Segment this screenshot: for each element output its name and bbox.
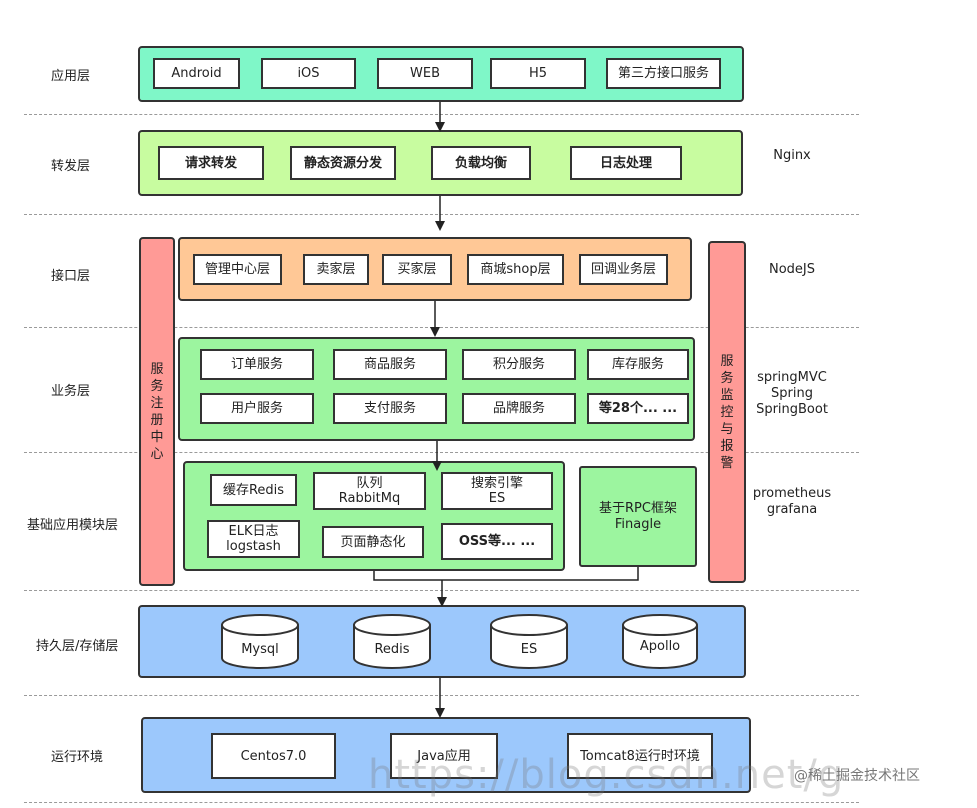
base-elk: ELK日志 logstash — [207, 520, 300, 558]
interface-admin: 管理中心层 — [193, 254, 282, 285]
forward-loadbalance: 负载均衡 — [431, 146, 531, 180]
business-stock: 库存服务 — [587, 349, 689, 380]
storage-apollo: Apollo — [621, 613, 699, 670]
storage-apollo-label: Apollo — [639, 639, 681, 654]
interface-callback: 回调业务层 — [579, 254, 668, 285]
tech-label-springmvc: springMVC — [757, 370, 827, 385]
database-icon — [221, 614, 299, 669]
runtime-centos: Centos7.0 — [211, 733, 336, 779]
interface-shop: 商城shop层 — [467, 254, 564, 285]
business-payment: 支付服务 — [333, 393, 447, 424]
interface-seller: 卖家层 — [303, 254, 369, 285]
business-brand: 品牌服务 — [462, 393, 576, 424]
service-monitor-bar: 服务监控与报警 — [708, 241, 746, 583]
business-more: 等28个... ... — [587, 393, 689, 424]
rpc-finagle-box: 基于RPC框架 Finagle — [579, 466, 697, 567]
base-elk-title: ELK日志 — [228, 524, 279, 539]
layer-label-persist: 持久层/存储层 — [36, 639, 119, 654]
app-web: WEB — [377, 58, 473, 89]
storage-mysql-label: Mysql — [241, 642, 279, 657]
layer-label-interface: 接口层 — [51, 269, 91, 284]
layer-label-forward: 转发层 — [51, 159, 91, 174]
tech-label-spring: springMVC Spring SpringBoot — [748, 370, 836, 418]
base-oss: OSS等... ... — [441, 523, 553, 560]
separator-7 — [24, 802, 859, 803]
app-ios: iOS — [261, 58, 356, 89]
storage-es: ES — [489, 613, 569, 670]
base-elk-logstash: logstash — [226, 539, 281, 554]
tech-label-nodejs: NodeJS — [768, 262, 815, 277]
database-icon — [490, 614, 568, 669]
tech-label-nginx: Nginx — [773, 148, 811, 163]
business-order: 订单服务 — [200, 349, 314, 380]
storage-redis-label: Redis — [374, 642, 410, 657]
tech-label-spring-core: Spring — [771, 386, 813, 401]
watermark-url: https://blog.csdn.net/g — [368, 752, 845, 798]
business-points: 积分服务 — [462, 349, 576, 380]
app-third-party: 第三方接口服务 — [606, 58, 721, 89]
forward-request: 请求转发 — [158, 146, 264, 180]
app-android: Android — [153, 58, 240, 89]
business-user: 用户服务 — [200, 393, 314, 424]
rpc-finagle-name: Finagle — [614, 516, 662, 532]
service-monitor-label: 服务监控与报警 — [720, 353, 734, 471]
watermark-brand: @稀土掘金技术社区 — [794, 768, 920, 784]
base-queue-rabbitmq: RabbitMq — [338, 491, 401, 506]
forward-static: 静态资源分发 — [290, 146, 396, 180]
layer-label-app: 应用层 — [51, 69, 91, 84]
base-search-title: 搜索引擎 — [470, 476, 523, 491]
connector-base-to-storage — [373, 567, 639, 607]
separator-1 — [24, 114, 859, 115]
separator-3 — [24, 327, 859, 328]
app-h5: H5 — [490, 58, 586, 89]
business-product: 商品服务 — [333, 349, 447, 380]
storage-es-label: ES — [520, 642, 538, 657]
base-queue: 队列 RabbitMq — [313, 472, 426, 510]
service-registry-bar: 服务注册中心 — [139, 237, 175, 586]
base-search-es: ES — [488, 491, 506, 506]
interface-buyer: 买家层 — [382, 254, 452, 285]
separator-2 — [24, 214, 859, 215]
base-queue-title: 队列 — [356, 476, 383, 491]
separator-4 — [24, 452, 859, 453]
layer-label-runtime: 运行环境 — [51, 750, 104, 765]
rpc-finagle-title: 基于RPC框架 — [599, 500, 677, 516]
layer-label-base: 基础应用模块层 — [27, 518, 119, 533]
tech-label-grafana: grafana — [766, 502, 818, 517]
service-registry-label: 服务注册中心 — [150, 361, 164, 462]
tech-label-prometheus: prometheus — [752, 486, 832, 501]
base-search: 搜索引擎 ES — [441, 472, 553, 510]
tech-label-springboot: SpringBoot — [756, 402, 828, 417]
storage-mysql: Mysql — [220, 613, 300, 670]
database-icon — [622, 614, 698, 669]
layer-label-business: 业务层 — [51, 384, 91, 399]
runtime-java: Java应用 — [390, 733, 498, 779]
forward-log: 日志处理 — [570, 146, 682, 180]
separator-6 — [24, 695, 859, 696]
base-cache-redis: 缓存Redis — [210, 474, 297, 506]
storage-redis: Redis — [352, 613, 432, 670]
database-icon — [353, 614, 431, 669]
base-static-page: 页面静态化 — [322, 526, 424, 558]
tech-label-monitoring: prometheus grafana — [748, 486, 836, 518]
runtime-tomcat: Tomcat8运行时环境 — [567, 733, 713, 779]
